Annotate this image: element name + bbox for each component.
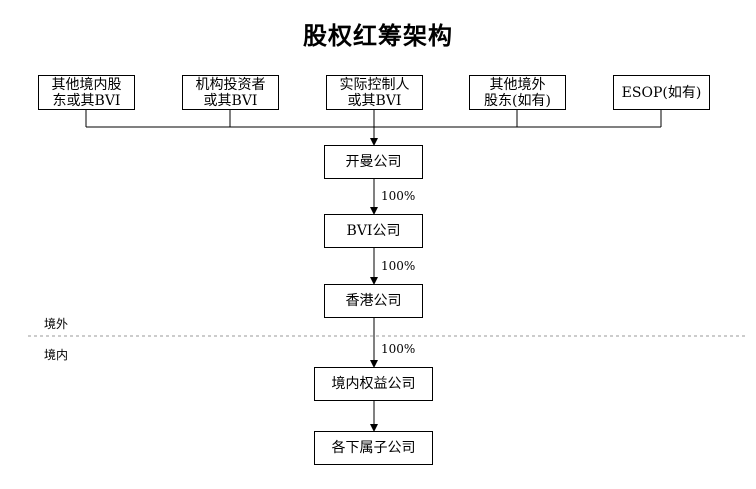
subsidiaries-box: 各下属子公司 (314, 431, 433, 465)
shareholder-box-2: 机构投资者 或其BVI (182, 75, 279, 110)
shareholder-box-1: 其他境内股 东或其BVI (38, 75, 135, 110)
shareholder-box-3: 实际控制人 或其BVI (326, 75, 423, 110)
offshore-label: 境外 (44, 317, 69, 331)
percentage-label-2: 100% (381, 259, 416, 273)
diagram-title: 股权红筹架构 (303, 22, 453, 50)
onshore-label: 境内 (44, 348, 69, 362)
hk-company-box: 香港公司 (324, 284, 423, 318)
onshore-entity-box: 境内权益公司 (314, 367, 433, 401)
percentage-label-3: 100% (381, 342, 416, 356)
bvi-company-box: BVI公司 (324, 214, 423, 248)
percentage-label-1: 100% (381, 189, 416, 203)
shareholder-box-4: 其他境外 股东(如有) (469, 75, 566, 110)
shareholder-box-5: ESOP(如有) (613, 75, 710, 110)
cayman-company-box: 开曼公司 (324, 145, 423, 179)
